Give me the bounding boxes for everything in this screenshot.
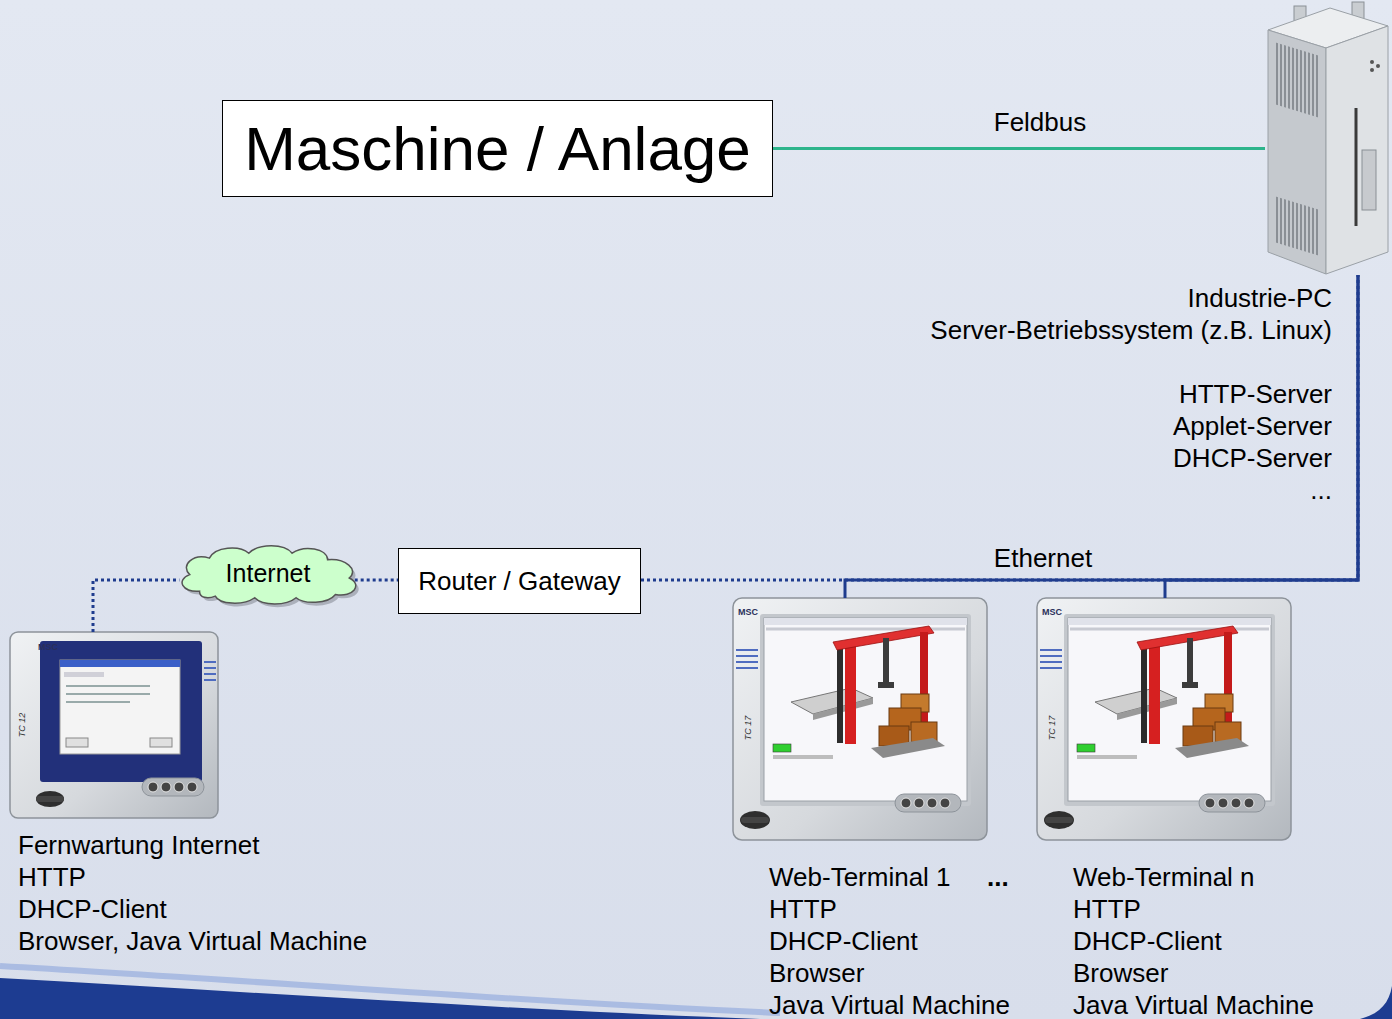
industrial-pc-illustration <box>1370 60 1374 64</box>
node-text: Java Virtual Machine <box>1073 989 1314 1019</box>
gateway-link <box>641 275 1358 580</box>
node-text: Browser <box>769 957 1010 989</box>
node-heading: Maschine / Anlage <box>243 111 752 186</box>
model-name: TC 17 <box>1047 716 1058 741</box>
remote-terminal-illustration <box>66 738 88 747</box>
industrial-pc-illustration <box>1268 30 1326 274</box>
web-terminal-illustration <box>1037 598 1291 840</box>
web-terminal: Web-Terminal nHTTPDHCP-ClientBrowserJava… <box>1037 598 1291 840</box>
remote-terminal-illustration <box>66 686 150 702</box>
remote-terminal-illustration <box>142 778 204 796</box>
caption-group: Fernwartung InternetHTTPDHCP-ClientBrows… <box>18 829 367 957</box>
model-name: TC 17 <box>743 716 754 741</box>
remote-terminal-illustration <box>60 660 180 667</box>
internet-link <box>93 580 179 632</box>
remote-terminal-illustration <box>174 782 184 792</box>
node-text: HTTP <box>769 893 1010 925</box>
connector-label: Ethernet <box>994 542 1092 574</box>
node-text: HTTP <box>1073 893 1314 925</box>
remote-terminal-illustration <box>10 632 218 818</box>
industrial-pc-illustration <box>1326 26 1388 274</box>
industrial-pc-illustration <box>1268 2 1388 274</box>
node-heading: Web-Terminal 1 <box>769 861 1010 893</box>
remote-terminal-illustration <box>161 782 171 792</box>
router-box: Router / Gateway <box>398 548 641 614</box>
remote-terminal-illustration <box>64 672 104 677</box>
node-heading: Internet <box>225 558 312 588</box>
node-heading: Industrie-PC <box>930 282 1332 314</box>
caption-group: Web-Terminal 1HTTPDHCP-ClientBrowserJava… <box>769 861 1010 1019</box>
bottom-swoosh <box>1360 986 1392 1019</box>
industrial-pc: Industrie-PCServer-Betriebssystem (z.B. … <box>1265 0 1392 275</box>
connector-label: Feldbus <box>994 106 1087 138</box>
node-text: DHCP-Client <box>769 925 1010 957</box>
industrial-pc-illustration <box>1274 42 1320 118</box>
brand-logo: MSC <box>38 642 58 653</box>
remote-terminal-illustration <box>40 641 202 782</box>
remote-terminal-illustration <box>150 738 172 747</box>
remote-terminal-illustration <box>36 796 64 802</box>
node-heading: Web-Terminal n <box>1073 861 1314 893</box>
industrial-pc-illustration <box>1362 150 1376 210</box>
web-terminal: Web-Terminal 1HTTPDHCP-ClientBrowserJava… <box>733 598 987 840</box>
node-text: Browser, Java Virtual Machine <box>18 925 367 957</box>
node-heading: Fernwartung Internet <box>18 829 367 861</box>
node-text: HTTP <box>18 861 367 893</box>
brand-logo: MSC <box>1042 607 1062 618</box>
node-text: DHCP-Client <box>1073 925 1314 957</box>
continuation-dots: ... <box>987 861 1009 893</box>
fieldbus-line <box>773 147 1265 150</box>
caption-group: Industrie-PCServer-Betriebssystem (z.B. … <box>930 282 1332 506</box>
node-text: DHCP-Client <box>18 893 367 925</box>
ethernet-line <box>845 275 1358 598</box>
industrial-pc-illustration <box>1370 68 1374 72</box>
node-text: Browser <box>1073 957 1314 989</box>
internet-link <box>355 579 398 582</box>
industrial-pc-illustration <box>1355 108 1358 226</box>
remote-terminal-illustration <box>187 782 197 792</box>
internet-cloud: Internet <box>170 540 367 606</box>
node-heading: Router / Gateway <box>417 565 622 597</box>
remote-terminal: Fernwartung InternetHTTPDHCP-ClientBrows… <box>10 632 218 818</box>
node-text: DHCP-Server <box>930 442 1332 474</box>
remote-terminal-illustration <box>36 791 64 807</box>
industrial-pc-illustration <box>1376 64 1380 68</box>
caption-group: Web-Terminal nHTTPDHCP-ClientBrowserJava… <box>1073 861 1314 1019</box>
industrial-pc-illustration <box>1274 196 1320 256</box>
node-text: Java Virtual Machine <box>769 989 1010 1019</box>
brand-logo: MSC <box>738 607 758 618</box>
bottom-swoosh <box>0 978 760 1019</box>
web-terminal-illustration <box>733 598 987 840</box>
cloud-outline <box>182 546 356 604</box>
node-text: Applet-Server <box>930 410 1332 442</box>
machine-box: Maschine / Anlage <box>222 100 773 197</box>
remote-terminal-illustration <box>204 662 216 680</box>
node-text: ... <box>930 474 1332 506</box>
remote-terminal-illustration <box>10 632 218 818</box>
model-name: TC 12 <box>17 713 28 738</box>
node-text: Server-Betriebssystem (z.B. Linux) <box>930 314 1332 346</box>
remote-terminal-illustration <box>60 660 180 754</box>
remote-terminal-illustration <box>148 782 158 792</box>
node-text: HTTP-Server <box>930 378 1332 410</box>
